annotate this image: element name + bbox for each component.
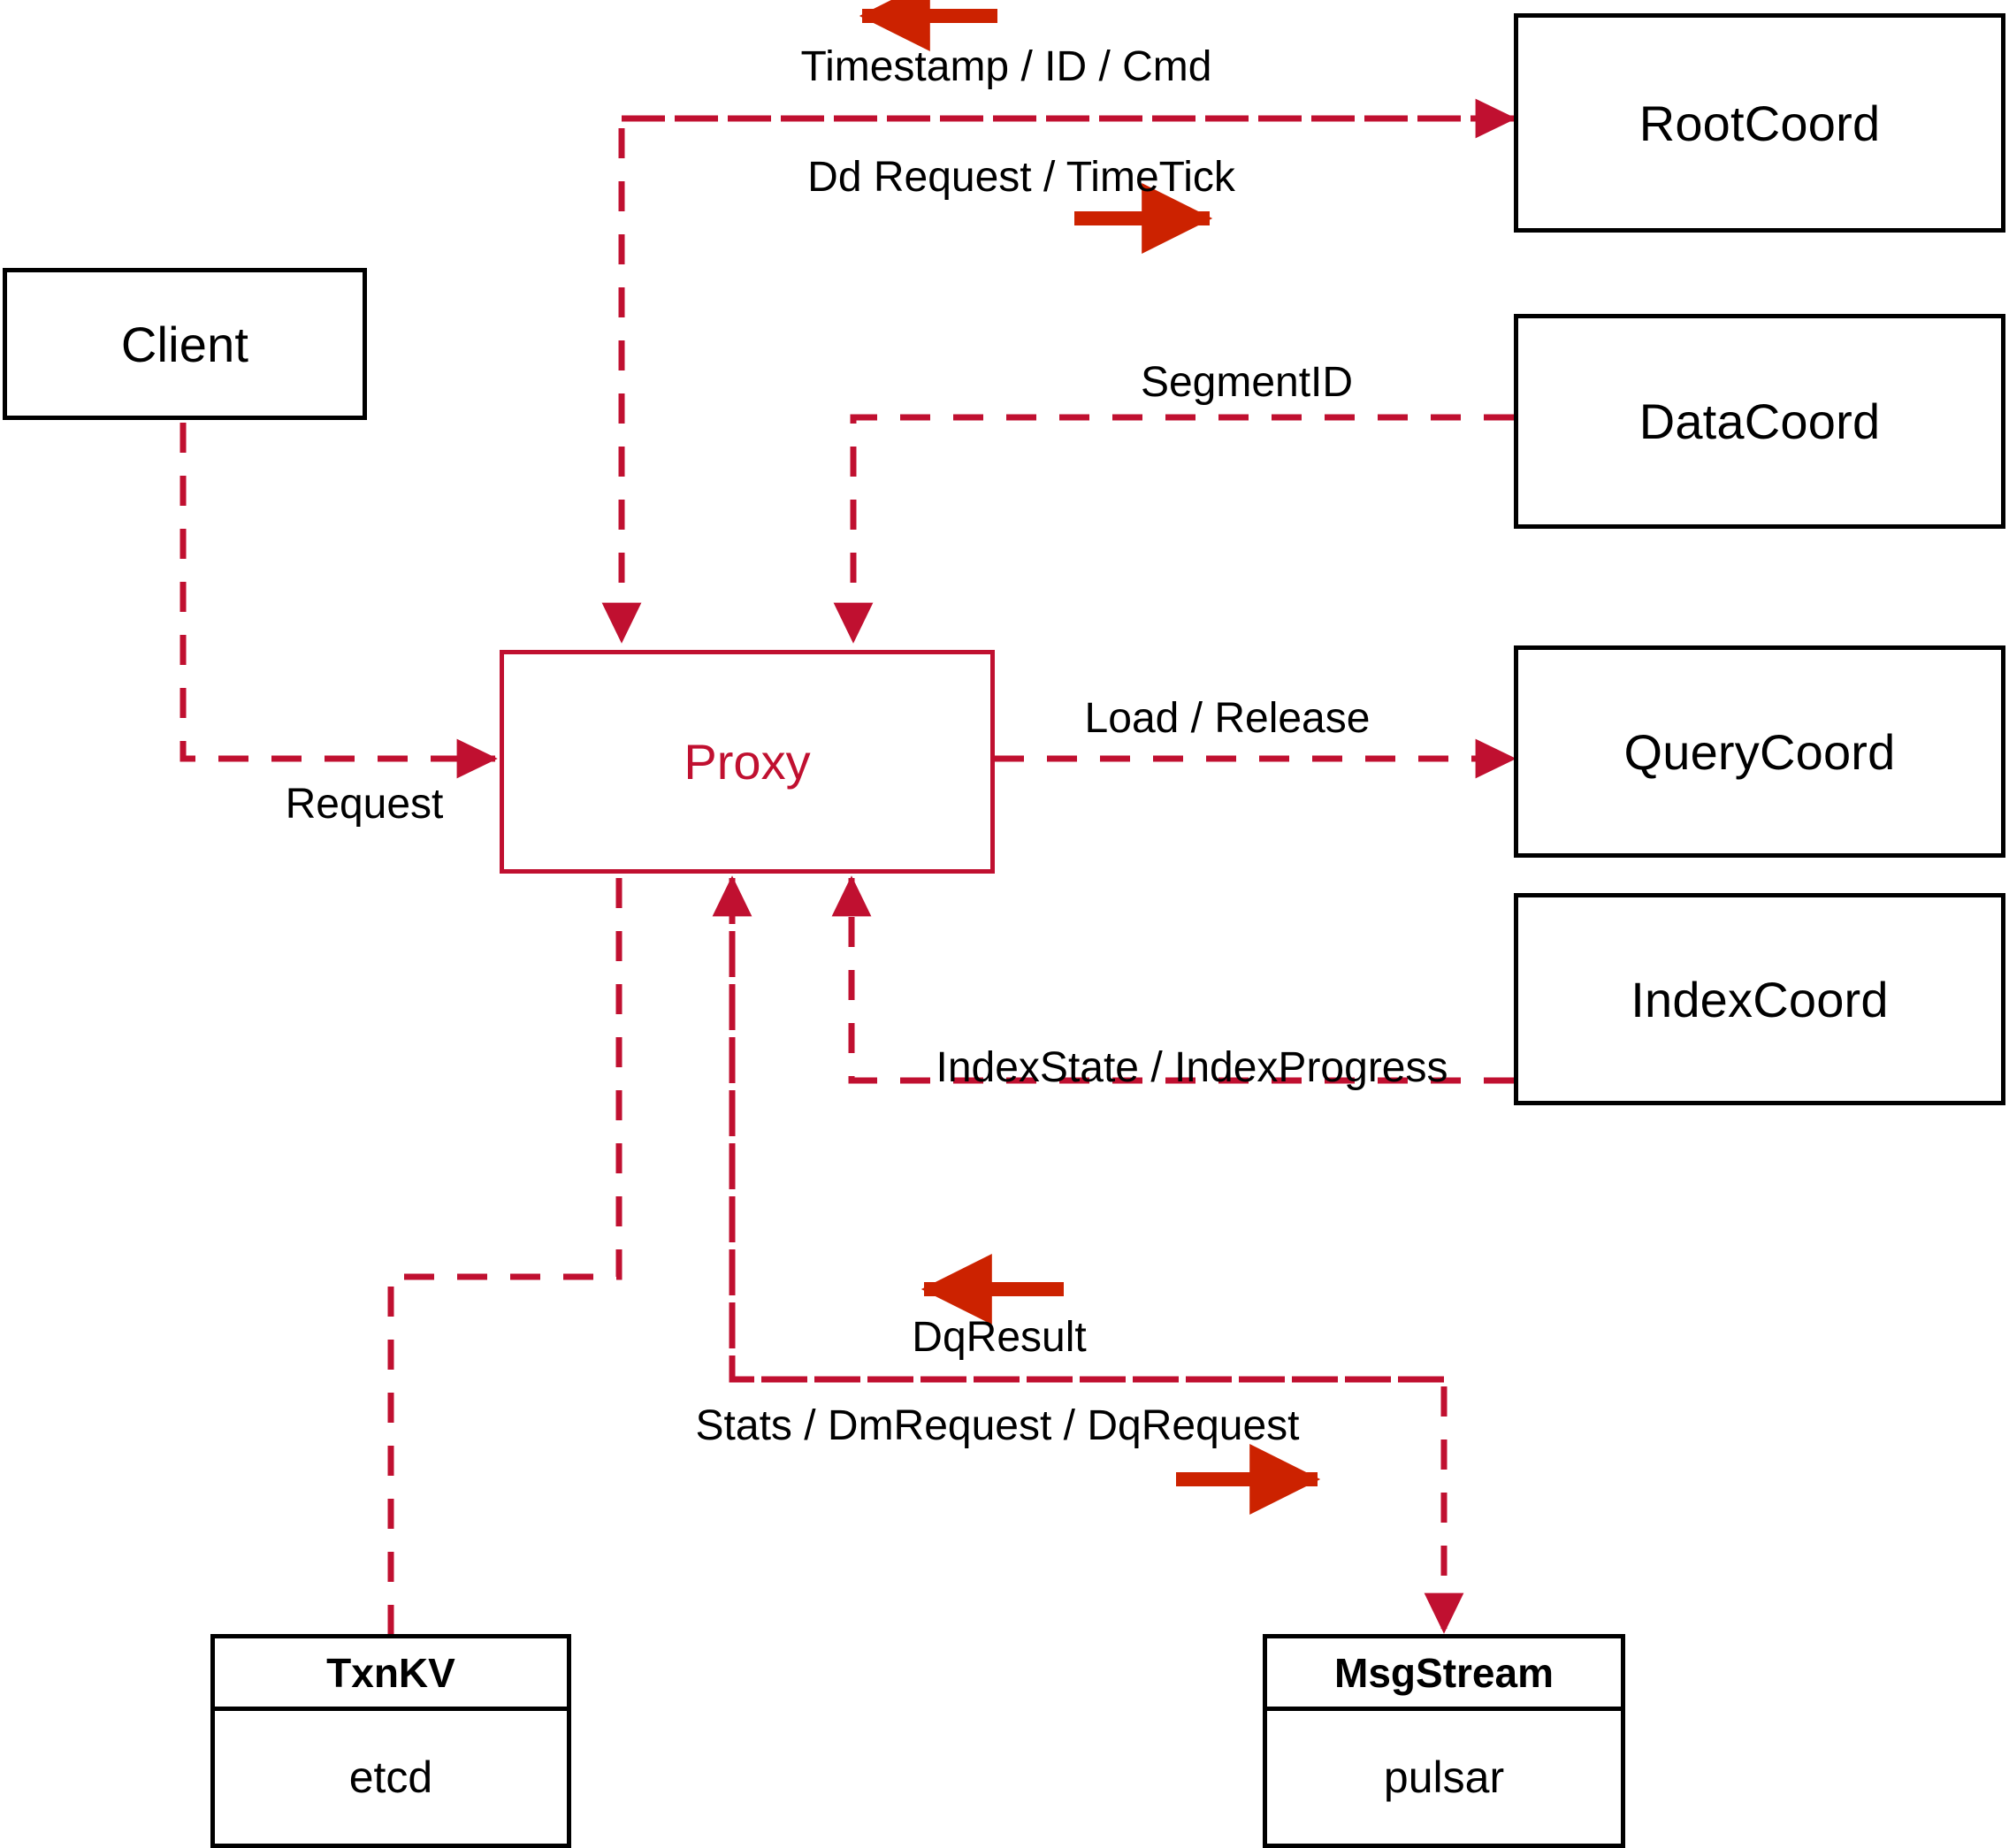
node-msgstream-header-label: MsgStream: [1334, 1649, 1554, 1696]
node-msgstream-header: MsgStream: [1267, 1638, 1621, 1711]
node-txnkv-body: etcd: [215, 1711, 567, 1844]
node-rootcoord-label: RootCoord: [1639, 95, 1881, 151]
edge-label-index-state-progress: IndexState / IndexProgress: [936, 1044, 1448, 1091]
edge-client-to-proxy: [180, 423, 498, 779]
node-msgstream-body: pulsar: [1267, 1711, 1621, 1844]
node-msgstream[interactable]: MsgStream pulsar: [1263, 1634, 1625, 1848]
edge-label-stats-dm-dq-request: Stats / DmRequest / DqRequest: [695, 1402, 1300, 1449]
edge-label-dq-result: DqResult: [912, 1314, 1087, 1361]
edge-label-timestamp-id-cmd: Timestamp / ID / Cmd: [800, 43, 1212, 90]
node-proxy-label: Proxy: [684, 734, 811, 790]
node-querycoord[interactable]: QueryCoord: [1514, 645, 2005, 858]
node-datacoord-label: DataCoord: [1639, 393, 1881, 449]
edge-proxy-to-msgstream: [729, 878, 1464, 1634]
edge-label-dd-request-timetick: Dd Request / TimeTick: [807, 154, 1235, 201]
node-datacoord[interactable]: DataCoord: [1514, 314, 2005, 529]
node-txnkv-header: TxnKV: [215, 1638, 567, 1711]
edge-datacoord-to-proxy: [833, 414, 1514, 644]
node-client-label: Client: [120, 316, 249, 372]
node-txnkv[interactable]: TxnKV etcd: [210, 1634, 571, 1848]
edge-rootcoord-to-proxy: [601, 115, 1514, 644]
node-querycoord-label: QueryCoord: [1623, 723, 1896, 780]
node-txnkv-header-label: TxnKV: [326, 1649, 455, 1696]
edge-label-segment-id: SegmentID: [1140, 359, 1354, 406]
node-msgstream-body-label: pulsar: [1383, 1753, 1505, 1802]
edge-label-load-release: Load / Release: [1084, 695, 1371, 742]
node-rootcoord[interactable]: RootCoord: [1514, 13, 2005, 233]
node-client[interactable]: Client: [3, 268, 367, 420]
edge-proxy-to-txnkv: [387, 878, 623, 1634]
edge-label-request: Request: [285, 781, 444, 828]
node-txnkv-body-label: etcd: [348, 1753, 433, 1802]
edge-indexcoord-to-proxy: [831, 875, 1514, 1084]
node-indexcoord[interactable]: IndexCoord: [1514, 893, 2005, 1105]
node-proxy[interactable]: Proxy: [500, 650, 995, 874]
node-indexcoord-label: IndexCoord: [1631, 971, 1889, 1027]
